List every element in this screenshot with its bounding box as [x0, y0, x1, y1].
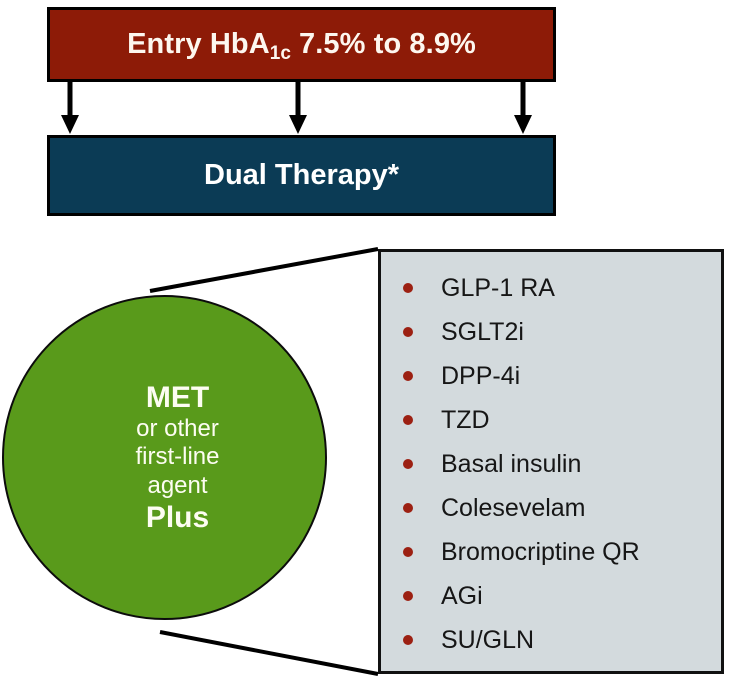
- bullet-icon: [403, 459, 413, 469]
- bullet-icon: [403, 371, 413, 381]
- option-label: Colesevelam: [441, 493, 586, 522]
- bullet-icon: [403, 327, 413, 337]
- down-arrow-icon-center: [287, 82, 309, 135]
- list-item: Basal insulin: [397, 442, 711, 486]
- list-item: Bromocriptine QR: [397, 530, 711, 574]
- therapy-options-panel: GLP-1 RA SGLT2i DPP-4i TZD Basal insulin…: [378, 249, 724, 674]
- list-item: TZD: [397, 398, 711, 442]
- list-item: SGLT2i: [397, 310, 711, 354]
- met-line-5: Plus: [145, 500, 210, 534]
- met-line-1: MET: [145, 380, 210, 414]
- bullet-icon: [403, 503, 413, 513]
- option-label: AGi: [441, 581, 483, 610]
- down-arrow-icon-right: [512, 82, 534, 135]
- met-line-3: first-line: [135, 443, 220, 471]
- bullet-icon: [403, 415, 413, 425]
- list-item: DPP-4i: [397, 354, 711, 398]
- option-label: SU/GLN: [441, 625, 535, 654]
- dual-therapy-label: Dual Therapy*: [204, 159, 399, 191]
- option-label: DPP-4i: [441, 361, 521, 390]
- down-arrow-icon-left: [59, 82, 81, 135]
- option-label: Basal insulin: [441, 449, 582, 478]
- met-line-2: or other: [136, 415, 219, 443]
- list-item: SU/GLN: [397, 618, 711, 662]
- bullet-icon: [403, 591, 413, 601]
- entry-hba1c-label: Entry HbA1c 7.5% to 8.9%: [127, 28, 476, 64]
- option-label: GLP-1 RA: [441, 273, 555, 302]
- bullet-icon: [403, 283, 413, 293]
- entry-hba1c-subscript: 1c: [269, 43, 291, 64]
- bullet-icon: [403, 635, 413, 645]
- dual-therapy-banner: Dual Therapy*: [47, 135, 556, 216]
- bullet-icon: [403, 547, 413, 557]
- list-item: GLP-1 RA: [397, 266, 711, 310]
- option-label: TZD: [441, 405, 490, 434]
- entry-hba1c-banner: Entry HbA1c 7.5% to 8.9%: [47, 7, 556, 82]
- met-line-4: agent: [147, 471, 208, 499]
- entry-hba1c-suffix: 7.5% to 8.9%: [290, 28, 476, 60]
- met-circle: MET or other first-line agent Plus: [2, 295, 327, 620]
- entry-hba1c-prefix: Entry HbA: [127, 28, 270, 60]
- list-item: AGi: [397, 574, 711, 618]
- list-item: Colesevelam: [397, 486, 711, 530]
- option-label: Bromocriptine QR: [441, 537, 640, 566]
- option-label: SGLT2i: [441, 317, 524, 346]
